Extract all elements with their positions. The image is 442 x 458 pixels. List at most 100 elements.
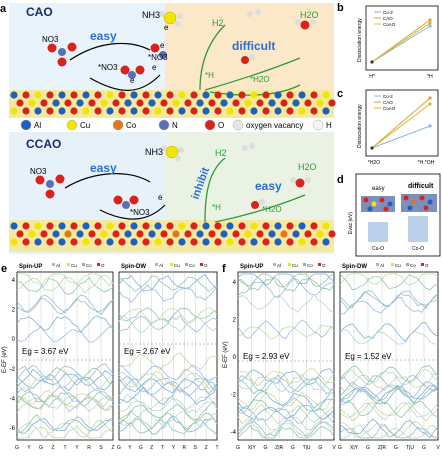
xtick-label: G xyxy=(117,445,121,451)
top-no3: NO3 xyxy=(42,35,59,44)
panel-b-chart: Co-2 CAO CoAO H* *H Dissociation energy … xyxy=(337,2,439,80)
xtick-label: G xyxy=(338,445,342,451)
legend-swatch xyxy=(303,263,306,266)
slab-atom xyxy=(232,99,240,107)
f-left-title: Spin-UP xyxy=(240,264,263,270)
bottom-title: CCAO xyxy=(26,137,61,151)
slab-atom xyxy=(214,238,222,246)
band-line xyxy=(339,322,439,342)
slab-atom xyxy=(106,238,114,246)
slab-atom xyxy=(262,91,270,99)
slab-atom xyxy=(52,99,60,107)
slab-atom xyxy=(280,99,288,107)
bottom-e1: e xyxy=(158,193,163,202)
xtick-label: G xyxy=(39,445,43,451)
slab-atom xyxy=(94,107,102,115)
xtick-label: G xyxy=(422,445,426,451)
panel-d: easy difficult Cu-O Co-O Evac (eV) d xyxy=(336,172,442,258)
slab-atom xyxy=(226,222,234,230)
bottom-h2-arrow xyxy=(204,157,226,223)
xtick-label: G xyxy=(15,445,19,451)
panel-a-label: a xyxy=(0,3,7,15)
xtick-label: G xyxy=(263,445,267,451)
top-no3-ads1: *NO3 xyxy=(98,63,118,72)
xtick-label: R xyxy=(87,445,91,451)
slab-atom xyxy=(322,222,330,230)
bottom-h2: H2 xyxy=(215,148,227,158)
slab-atom xyxy=(118,238,126,246)
panel-c-label: c xyxy=(337,88,343,100)
band-line xyxy=(339,273,439,286)
slab-atom xyxy=(298,91,306,99)
point-start xyxy=(370,146,374,150)
bottom-easy-label: easy xyxy=(90,161,117,175)
slab-atom xyxy=(172,230,180,238)
svg-text:CoAO: CoAO xyxy=(383,22,396,27)
slab-atom xyxy=(274,91,282,99)
slab-atom xyxy=(322,238,330,246)
top-difficult-label: difficult xyxy=(232,39,275,53)
xtick-label: Z xyxy=(111,445,114,451)
legend-swatch xyxy=(66,119,78,131)
xtick-label: S xyxy=(99,445,103,451)
slab-atom xyxy=(94,238,102,246)
slab-atom xyxy=(10,91,18,99)
xtick-label: Z|R xyxy=(275,445,283,451)
slab-atom xyxy=(100,230,108,238)
legend-swatch xyxy=(200,263,203,266)
xtick-label: V xyxy=(332,445,336,451)
top-h2: H2 xyxy=(212,18,224,28)
slab-atom xyxy=(124,99,132,107)
slab-atom xyxy=(280,230,288,238)
slab-atom xyxy=(262,107,270,115)
band-line xyxy=(339,424,439,439)
bottom-no3-ads: *NO3 xyxy=(130,208,150,217)
band-line xyxy=(118,398,218,414)
legend-label: Cu xyxy=(174,263,180,268)
slab-atom xyxy=(250,238,258,246)
band-line xyxy=(237,404,335,421)
band-line xyxy=(339,418,439,439)
slab-atom xyxy=(10,222,18,230)
band-line xyxy=(237,391,335,410)
e-ylabel: E-EF (eV) xyxy=(2,346,8,373)
ytick-label: -2 xyxy=(10,367,16,373)
slab-atom xyxy=(226,107,234,115)
slab-atom xyxy=(94,91,102,99)
slab-atom xyxy=(58,238,66,246)
b-ylabel: Dissociation energy xyxy=(357,18,363,62)
slab-atom xyxy=(202,222,210,230)
f-right-eg: Eg = 1.52 eV xyxy=(345,352,392,361)
slab-atom xyxy=(70,222,78,230)
panel-e-label: e xyxy=(1,263,7,275)
slab-atom xyxy=(178,107,186,115)
slab-atom xyxy=(274,238,282,246)
xtick-label: G xyxy=(236,445,240,451)
band-line xyxy=(237,319,335,339)
xtick-label: X|Y xyxy=(350,445,359,451)
slab-atom xyxy=(214,91,222,99)
slab-atom xyxy=(304,99,312,107)
d-ylabel: Evac (eV) xyxy=(348,212,354,234)
slab-atom xyxy=(310,107,318,115)
slab-atom xyxy=(196,230,204,238)
legend-label: Co xyxy=(410,263,416,268)
slab-atom xyxy=(286,238,294,246)
slab-atom xyxy=(136,99,144,107)
legend-label: O xyxy=(322,263,326,268)
legend-label: Cu xyxy=(80,121,90,130)
legend-label: Al xyxy=(277,263,281,268)
slab-atom xyxy=(112,99,120,107)
series-co2 xyxy=(371,125,431,149)
legend-label: Al xyxy=(380,263,384,268)
slab-atom xyxy=(22,222,30,230)
xtick-label: Z xyxy=(150,445,153,451)
ytick-label: -4 xyxy=(231,430,237,436)
slab-atom xyxy=(214,107,222,115)
slab-atom xyxy=(160,230,168,238)
b-xtick-2: *H xyxy=(427,74,433,80)
bar-co-o xyxy=(408,216,428,242)
legend-swatch xyxy=(158,119,170,131)
slab-atom xyxy=(82,91,90,99)
